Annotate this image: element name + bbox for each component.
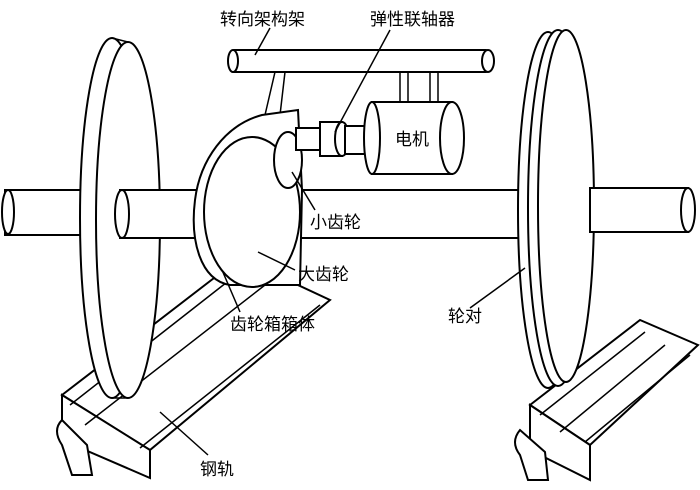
label-big-gear: 大齿轮 bbox=[298, 265, 349, 285]
left-axle-stub bbox=[4, 189, 86, 236]
main-axle bbox=[119, 189, 549, 239]
elastic-coupling bbox=[295, 121, 368, 157]
label-bogie-frame: 转向架构架 bbox=[220, 10, 305, 30]
right-wheel bbox=[517, 29, 595, 389]
label-gearbox-housing: 齿轮箱箱体 bbox=[230, 315, 315, 335]
gearbox-housing bbox=[192, 108, 304, 288]
motor bbox=[363, 101, 465, 175]
left-rail bbox=[56, 256, 332, 480]
label-rail: 钢轨 bbox=[200, 460, 234, 480]
right-axle-stub bbox=[589, 187, 689, 233]
right-rail bbox=[514, 318, 700, 482]
label-pinion: 小齿轮 bbox=[310, 213, 361, 233]
leader-lines bbox=[159, 27, 526, 456]
label-elastic-coupling: 弹性联轴器 bbox=[370, 10, 455, 30]
bogie-frame bbox=[227, 49, 495, 116]
label-wheelset: 轮对 bbox=[448, 307, 482, 327]
label-motor: 电机 bbox=[395, 130, 429, 150]
